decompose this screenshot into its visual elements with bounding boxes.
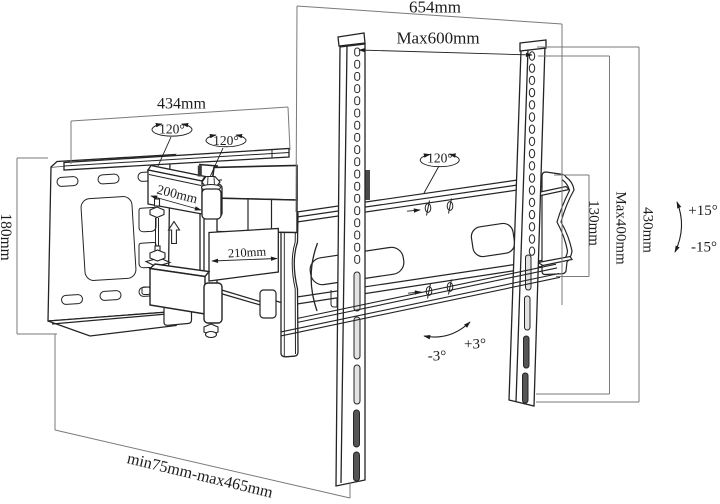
svg-text:430mm: 430mm [640,207,656,253]
svg-text:120°: 120° [159,122,185,137]
svg-text:Max400mm: Max400mm [613,191,629,265]
svg-text:210mm: 210mm [228,244,267,260]
svg-text:Max600mm: Max600mm [396,29,479,48]
svg-text:130mm: 130mm [586,200,602,246]
svg-text:654mm: 654mm [409,0,461,17]
svg-text:180mm: 180mm [0,213,14,260]
svg-text:+15°: +15° [688,203,717,219]
svg-text:-3°: -3° [428,349,447,365]
svg-text:120°: 120° [213,133,239,148]
svg-text:+3°: +3° [464,337,486,353]
svg-text:-15°: -15° [691,240,717,256]
svg-text:434mm: 434mm [157,96,206,113]
svg-text:120°: 120° [427,151,453,166]
